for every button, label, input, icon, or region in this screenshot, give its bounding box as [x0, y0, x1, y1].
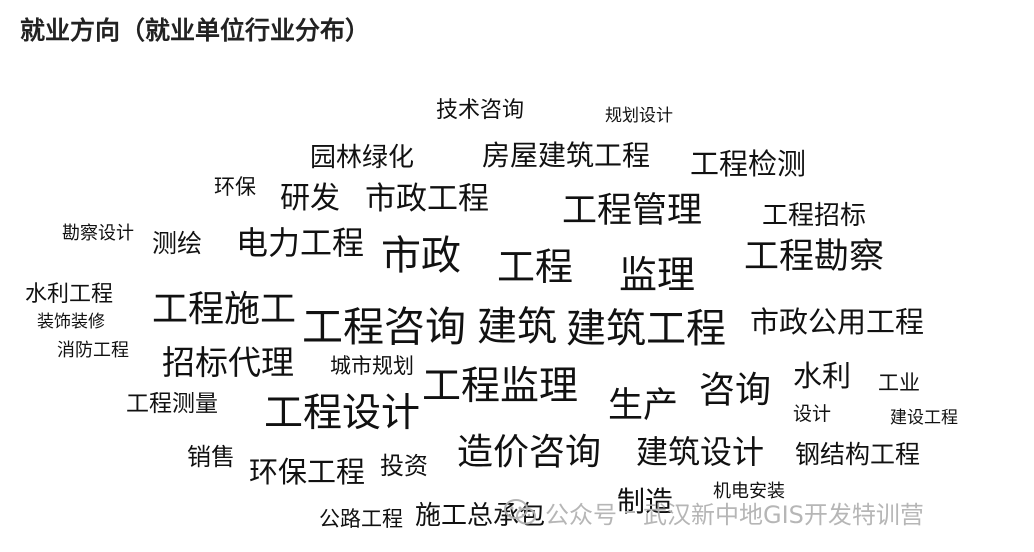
cloud-word: 园林绿化: [310, 143, 415, 173]
cloud-word: 销售: [187, 443, 235, 471]
cloud-word: 工程施工: [152, 289, 297, 330]
cloud-word: 测绘: [152, 229, 203, 258]
cloud-word: 建筑: [477, 304, 557, 350]
cloud-word: 工程检测: [690, 147, 807, 181]
cloud-word: 装饰装修: [37, 312, 105, 332]
watermark: 公众号 武汉新中地GIS开发特训营: [503, 494, 924, 530]
cloud-word: 水利工程: [25, 282, 114, 307]
cloud-word: 监理: [619, 253, 696, 297]
cloud-word: 生产: [608, 386, 679, 426]
cloud-word: 投资: [380, 452, 428, 480]
cloud-word: 研发: [280, 181, 340, 216]
cloud-word: 工程勘察: [744, 237, 885, 277]
cloud-word: 工程咨询: [302, 303, 466, 351]
wechat-icon: [504, 499, 536, 525]
cloud-word: 电力工程: [236, 224, 365, 262]
cloud-word: 咨询: [699, 370, 772, 411]
watermark-separator: [625, 511, 635, 513]
cloud-word: 规划设计: [605, 106, 673, 126]
cloud-word: 机电安装: [713, 481, 785, 502]
page-title: 就业方向（就业单位行业分布）: [20, 16, 371, 45]
cloud-word: 技术咨询: [436, 98, 525, 123]
cloud-word: 市政公用工程: [750, 305, 925, 339]
cloud-word: 工程测量: [126, 391, 218, 417]
cloud-word: 制造: [617, 485, 674, 518]
cloud-word: 工程: [497, 245, 574, 289]
cloud-word: 公路工程: [319, 507, 403, 531]
cloud-word: 工程设计: [264, 391, 421, 436]
cloud-word: 环保: [214, 175, 256, 199]
watermark-name: 武汉新中地GIS开发特训营: [643, 500, 924, 529]
cloud-word: 工业: [878, 371, 920, 395]
cloud-word: 市政工程: [365, 181, 489, 217]
cloud-word: 市政: [381, 233, 461, 279]
cloud-word: 工程管理: [562, 191, 703, 231]
cloud-word: 造价咨询: [457, 432, 602, 473]
cloud-word: 建筑工程: [566, 306, 726, 352]
cloud-word: 建筑设计: [636, 433, 765, 471]
cloud-word: 城市规划: [330, 354, 414, 378]
watermark-channel: 公众号: [545, 500, 617, 529]
cloud-word: 消防工程: [57, 340, 129, 361]
cloud-word: 环保工程: [249, 455, 366, 489]
cloud-word: 工程招标: [762, 201, 867, 231]
cloud-word: 招标代理: [162, 343, 294, 382]
cloud-word: 水利: [793, 359, 852, 393]
cloud-word: 建设工程: [890, 408, 958, 428]
cloud-word: 设计: [793, 403, 832, 425]
cloud-word: 勘察设计: [62, 223, 134, 244]
cloud-word: 房屋建筑工程: [482, 139, 651, 172]
cloud-word: 工程监理: [422, 364, 579, 409]
cloud-word: 钢结构工程: [795, 440, 921, 469]
